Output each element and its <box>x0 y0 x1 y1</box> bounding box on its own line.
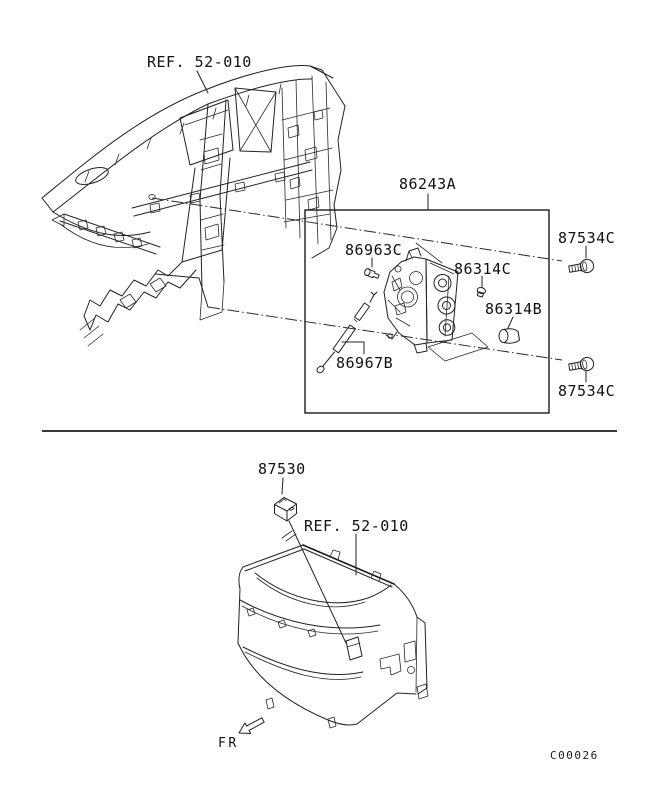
label-part-86314b: 86314B <box>485 300 543 318</box>
part-86314b-drawing <box>498 316 520 344</box>
floor-console-drawing <box>237 530 429 729</box>
front-direction-arrow <box>238 717 265 734</box>
screw-87534c-top-drawing <box>567 245 596 277</box>
label-ref-top: REF. 52-010 <box>147 53 252 71</box>
screw-87534c-bottom-drawing <box>567 355 596 383</box>
instrument-panel-drawing <box>41 65 346 347</box>
label-drawing-code: C00026 <box>550 749 599 762</box>
label-part-86963c: 86963C <box>345 241 403 259</box>
sensor-87530-drawing <box>274 477 347 644</box>
part-86963c-drawing <box>364 257 380 279</box>
label-screw-87534c-bottom: 87534C <box>558 382 616 400</box>
label-front-direction: FR <box>218 736 239 751</box>
label-sensor-87530: 87530 <box>258 460 306 478</box>
label-ref-bottom: REF. 52-010 <box>304 517 409 535</box>
heater-control-unit-drawing <box>383 242 489 362</box>
label-assembly-86243a: 86243A <box>399 175 457 193</box>
part-86967b-drawing <box>316 291 378 374</box>
part-86314c-drawing <box>476 275 487 298</box>
projection-lines <box>151 197 563 361</box>
detail-box <box>304 193 550 414</box>
label-screw-87534c-top: 87534C <box>558 229 616 247</box>
label-part-86967b: 86967B <box>336 354 394 372</box>
label-part-86314c: 86314C <box>454 260 512 278</box>
